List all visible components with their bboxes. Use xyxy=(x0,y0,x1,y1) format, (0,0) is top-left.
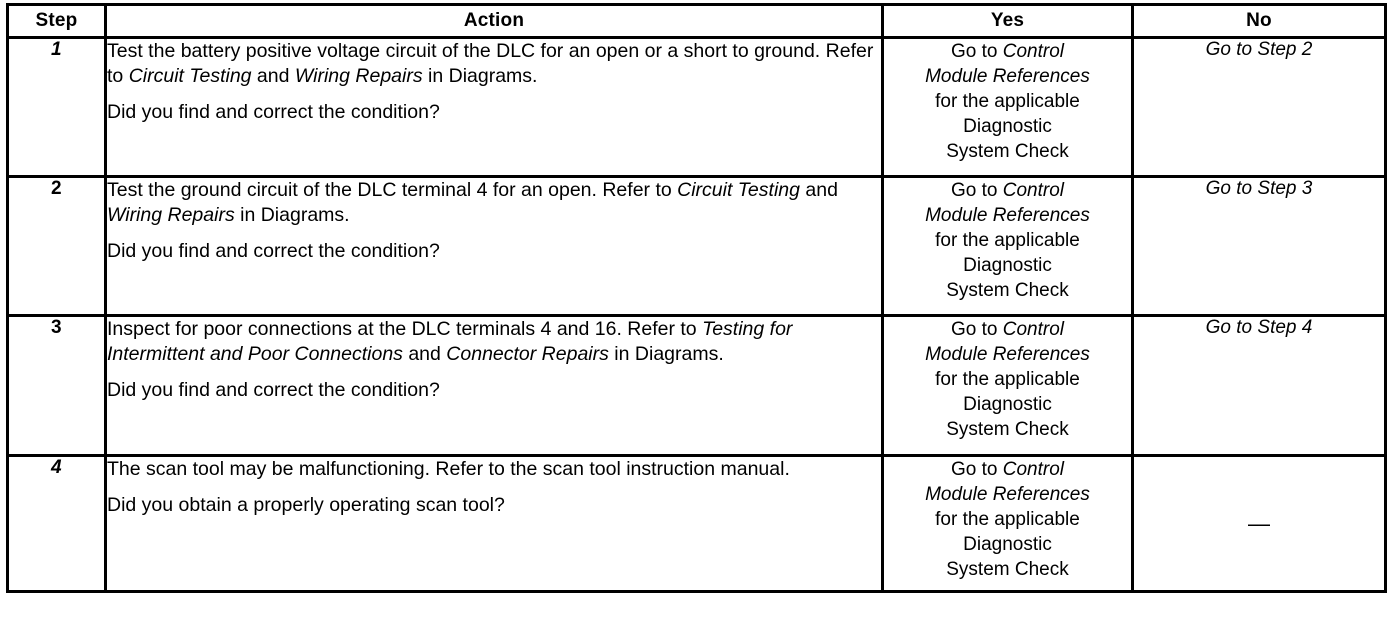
yes-answer-cell: Go to Control Module References for the … xyxy=(881,314,1134,457)
step-number-cell: 1 xyxy=(6,36,107,178)
yes-reference: Module References xyxy=(925,66,1090,87)
yes-text: for the applicable xyxy=(935,369,1080,390)
table-header-row: Step Action Yes No xyxy=(6,3,1387,39)
action-paragraph: Test the battery positive voltage circui… xyxy=(107,39,881,89)
step-number: 4 xyxy=(50,457,63,478)
column-header-yes: Yes xyxy=(881,3,1134,39)
no-answer-cell: Go to Step 4 xyxy=(1131,314,1387,457)
yes-text: Diagnostic xyxy=(963,394,1052,415)
yes-text: System Check xyxy=(946,280,1069,301)
action-text: Test the ground circuit of the DLC termi… xyxy=(107,179,678,201)
action-question: Did you find and correct the condition? xyxy=(107,379,440,401)
action-reference: Wiring Repairs xyxy=(107,204,235,226)
action-reference: Wiring Repairs xyxy=(294,65,423,87)
yes-answer-cell: Go to Control Module References for the … xyxy=(881,175,1134,317)
step-number: 2 xyxy=(50,178,63,199)
column-header-step: Step xyxy=(6,3,107,39)
yes-answer-cell: Go to Control Module References for the … xyxy=(881,454,1134,593)
action-cell: Test the battery positive voltage circui… xyxy=(104,36,884,178)
yes-reference: Control xyxy=(1002,41,1064,62)
action-text: Test the battery positive voltage circui… xyxy=(107,40,874,87)
action-question: Did you obtain a properly operating scan… xyxy=(107,494,505,516)
action-cell: Test the ground circuit of the DLC termi… xyxy=(104,175,884,317)
step-number: 1 xyxy=(50,39,63,60)
yes-reference: Module References xyxy=(925,205,1090,226)
yes-text: Go to xyxy=(951,459,1003,480)
yes-reference: Control xyxy=(1002,180,1064,201)
action-question: Did you find and correct the condition? xyxy=(107,101,440,123)
action-text: in Diagrams. xyxy=(608,343,724,365)
action-reference: Circuit Testing xyxy=(128,65,252,87)
table-body: 1 Test the battery positive voltage circ… xyxy=(6,36,1387,593)
step-number-cell: 2 xyxy=(6,175,107,317)
yes-text: System Check xyxy=(946,559,1069,580)
yes-text: Go to xyxy=(951,319,1003,340)
yes-answer-cell: Go to Control Module References for the … xyxy=(881,36,1134,178)
document-page: Step Action Yes No 1 Test the battery po… xyxy=(0,3,1392,623)
no-text: Go to Step 4 xyxy=(1205,317,1313,338)
action-cell: Inspect for poor connections at the DLC … xyxy=(104,314,884,457)
yes-reference: Control xyxy=(1002,319,1064,340)
action-cell: The scan tool may be malfunctioning. Ref… xyxy=(104,454,884,593)
yes-text: for the applicable xyxy=(935,91,1080,112)
table-row: 3 Inspect for poor connections at the DL… xyxy=(6,314,1387,457)
action-text: in Diagrams. xyxy=(422,65,538,87)
step-number: 3 xyxy=(50,317,63,338)
no-answer-cell: — xyxy=(1131,454,1387,593)
action-text: and xyxy=(799,179,838,201)
action-reference: Connector Repairs xyxy=(446,343,609,365)
no-text-dash: — xyxy=(1248,510,1270,536)
yes-text: System Check xyxy=(946,141,1069,162)
no-text: Go to Step 3 xyxy=(1205,178,1313,199)
yes-reference: Control xyxy=(1002,459,1064,480)
yes-text: for the applicable xyxy=(935,230,1080,251)
table-row: 2 Test the ground circuit of the DLC ter… xyxy=(6,175,1387,317)
table-header: Step Action Yes No xyxy=(6,3,1387,39)
no-answer-cell: Go to Step 3 xyxy=(1131,175,1387,317)
action-text: in Diagrams. xyxy=(234,204,350,226)
action-text: and xyxy=(402,343,447,365)
yes-reference: Module References xyxy=(925,344,1090,365)
action-paragraph: The scan tool may be malfunctioning. Ref… xyxy=(107,457,881,482)
table-row: 1 Test the battery positive voltage circ… xyxy=(6,36,1387,178)
table-row: 4 The scan tool may be malfunctioning. R… xyxy=(6,454,1387,593)
action-reference: Circuit Testing xyxy=(677,179,800,201)
yes-text: Diagnostic xyxy=(963,534,1052,555)
yes-text: System Check xyxy=(946,419,1069,440)
yes-text: Go to xyxy=(951,41,1003,62)
action-question: Did you find and correct the condition? xyxy=(107,240,440,262)
yes-text: Diagnostic xyxy=(963,116,1052,137)
action-reference: Testing for Intermittent and Poor Connec… xyxy=(107,318,793,365)
yes-text: Go to xyxy=(951,180,1003,201)
action-paragraph: Test the ground circuit of the DLC termi… xyxy=(107,178,881,228)
yes-text: for the applicable xyxy=(935,509,1080,530)
step-number-cell: 4 xyxy=(6,454,107,593)
column-header-no: No xyxy=(1131,3,1387,39)
action-text: and xyxy=(251,65,295,87)
no-answer-cell: Go to Step 2 xyxy=(1131,36,1387,178)
action-text: The scan tool may be malfunctioning. Ref… xyxy=(107,458,790,480)
column-header-action: Action xyxy=(104,3,884,39)
action-text: Inspect for poor connections at the DLC … xyxy=(107,318,703,340)
action-paragraph: Inspect for poor connections at the DLC … xyxy=(107,317,881,367)
no-text: Go to Step 2 xyxy=(1205,39,1313,60)
step-number-cell: 3 xyxy=(6,314,107,457)
diagnostic-procedure-table: Step Action Yes No 1 Test the battery po… xyxy=(6,3,1387,593)
yes-text: Diagnostic xyxy=(963,255,1052,276)
yes-reference: Module References xyxy=(925,484,1090,505)
